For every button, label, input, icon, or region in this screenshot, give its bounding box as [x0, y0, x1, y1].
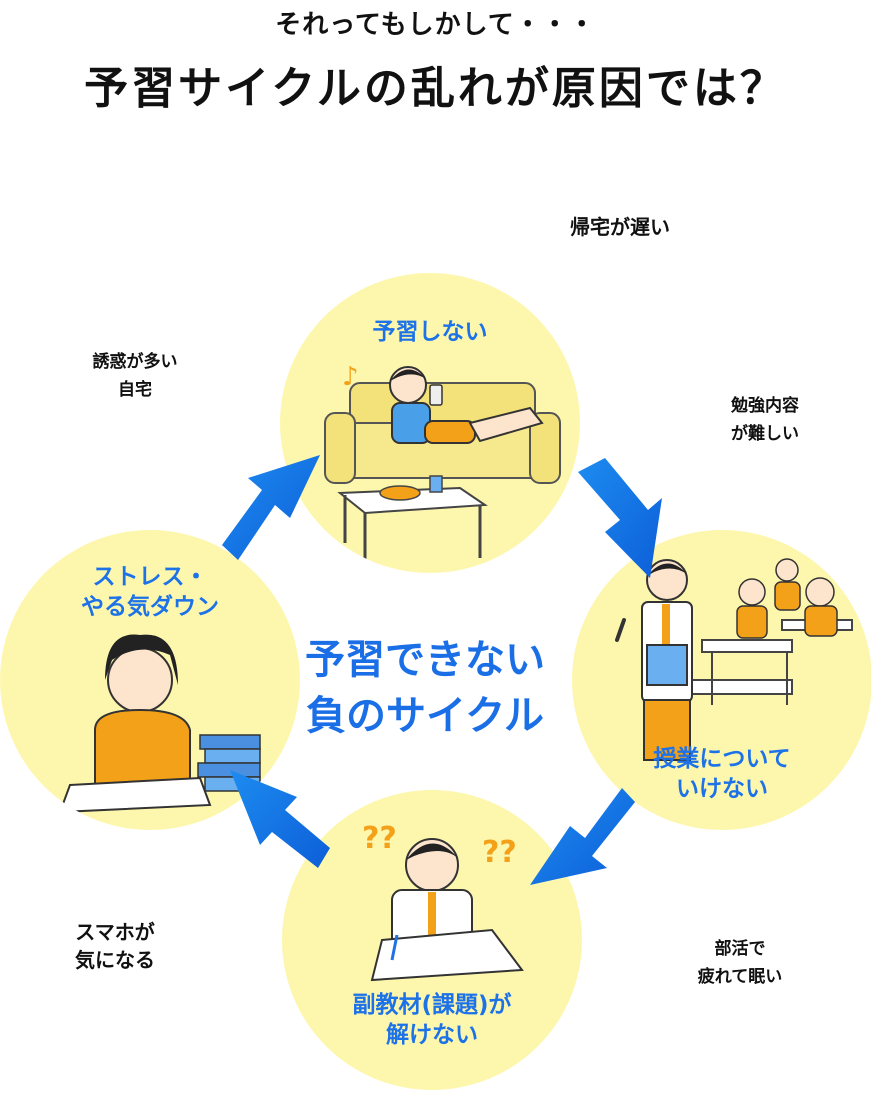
subtitle: それってもしかして・・・ [275, 10, 596, 40]
cycle-node-cant-keep-up: ?? 授業について いけない [572, 530, 871, 830]
cycle-node-cant-solve: ?? ?? 副教材(課題)が 解けない [282, 790, 582, 1090]
confused-student-illustration: ?? ?? [362, 821, 524, 982]
cause-note-difficult-content: 勉強内容 が難しい [731, 396, 799, 444]
sofa-illustration: ♪ [324, 362, 561, 563]
stressed-student-illustration [58, 634, 261, 814]
cause-note-smartphone: スマホが 気になる [75, 920, 155, 972]
node-label-cant-solve: 副教材(課題)が 解けない [352, 992, 512, 1048]
node-label-stress: ストレス・ やる気ダウン [81, 564, 219, 620]
node-label-no-preview: 予習しない [372, 319, 488, 345]
cycle-center-label: 予習できない 負のサイクル [305, 637, 545, 739]
node-label-cant-keep-up: 授業について いけない [653, 746, 791, 802]
svg-text:??: ?? [482, 835, 517, 870]
cycle-arrow-icon [222, 455, 320, 560]
cycle-node-no-preview: ♪ 予習しない [280, 273, 580, 573]
cause-note-club-tired: 部活で 疲れて眠い [697, 939, 783, 987]
svg-text:♪: ♪ [342, 362, 359, 392]
cycle-arrow-icon [230, 770, 330, 868]
cycle-node-stress: ストレス・ やる気ダウン [0, 530, 300, 830]
svg-text:??: ?? [362, 821, 397, 856]
cycle-arrow-icon [578, 458, 662, 578]
page-title: 予習サイクルの乱れが原因では？ [84, 63, 787, 114]
cause-note-late-return: 帰宅が遅い [570, 215, 670, 239]
cause-note-temptation: 誘惑が多い 自宅 [92, 352, 178, 400]
cycle-arrow-icon [530, 788, 635, 885]
